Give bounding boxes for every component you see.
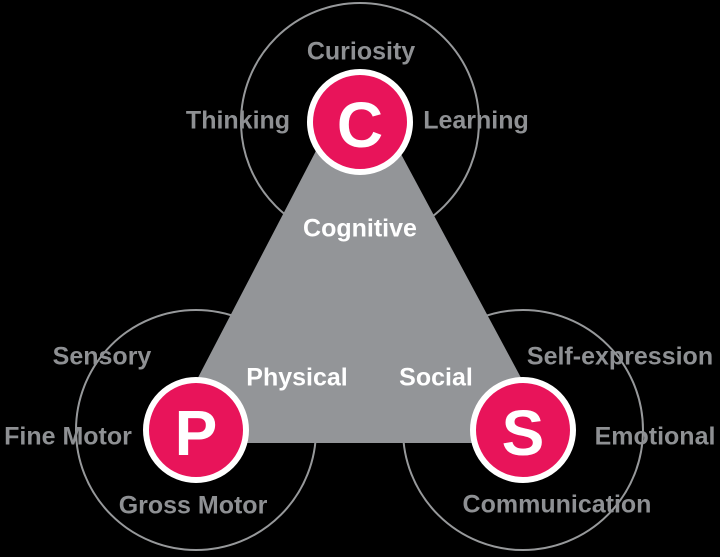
triangle-label-cognitive: Cognitive [303, 214, 417, 243]
cognitive-node-circle [307, 69, 413, 175]
social-node-circle [470, 377, 576, 483]
satellite-label-thinking: Thinking [185, 106, 291, 135]
satellite-label-learning: Learning [423, 106, 529, 135]
satellite-label-fine-motor: Fine Motor [4, 422, 132, 451]
satellite-label-self-expression: Self-expression [526, 342, 714, 371]
physical-node-letter: P [174, 397, 218, 469]
triangle-label-physical: Physical [246, 363, 348, 392]
triangle-label-social: Social [399, 363, 473, 392]
social-node-letter: S [501, 397, 545, 469]
satellite-label-curiosity: Curiosity [306, 37, 416, 66]
satellite-label-gross-motor: Gross Motor [118, 491, 268, 520]
core-triangle [164, 72, 556, 443]
satellite-label-sensory: Sensory [52, 342, 152, 371]
physical-node-circle [143, 377, 249, 483]
satellite-label-communication: Communication [462, 490, 652, 519]
satellite-label-emotional: Emotional [594, 422, 716, 451]
cognitive-node-letter: C [336, 89, 384, 161]
